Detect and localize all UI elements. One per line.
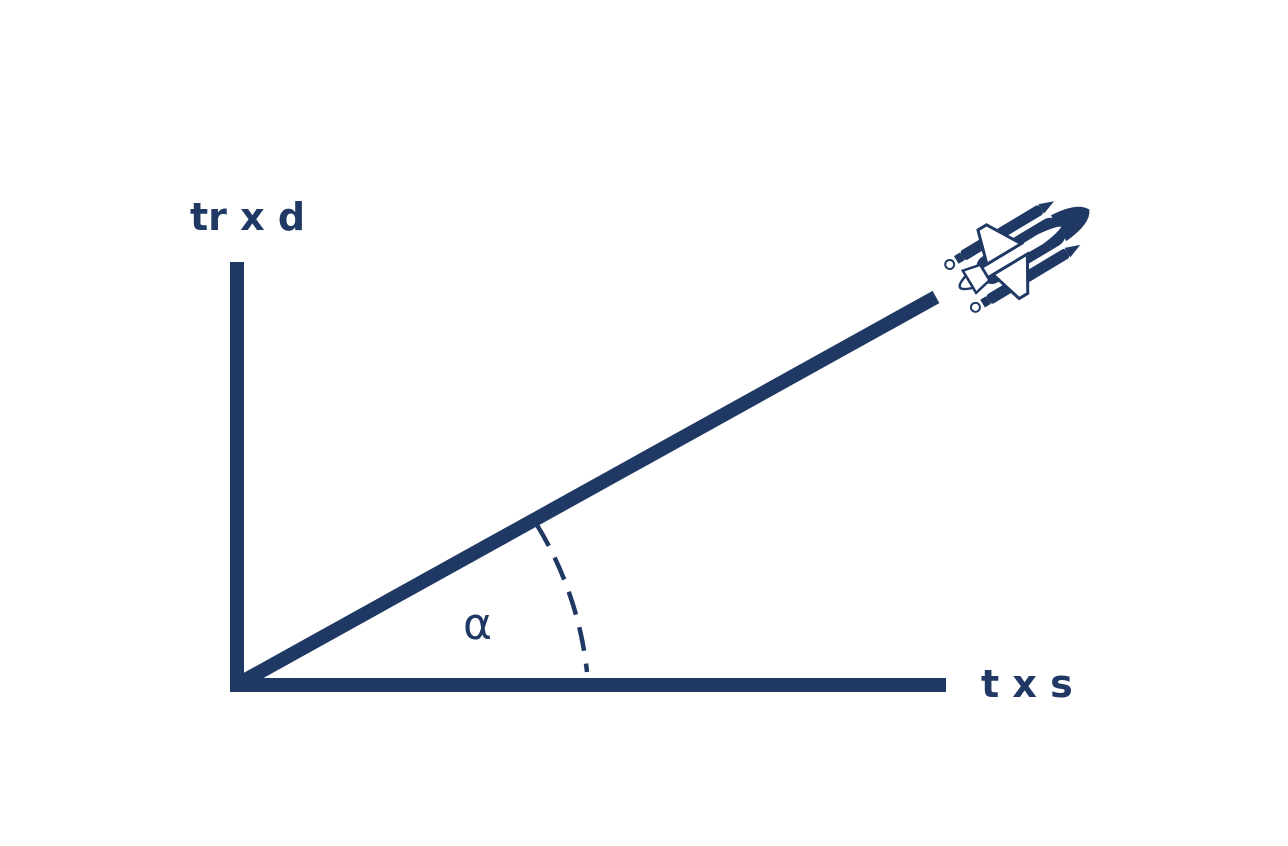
space-shuttle-icon [944,201,1090,313]
angle-alpha-label: α [463,599,492,650]
x-axis-label: t x s [981,662,1073,706]
angle-arc [535,523,590,673]
y-axis-label: tr x d [190,195,305,239]
trajectory-line [236,290,940,690]
